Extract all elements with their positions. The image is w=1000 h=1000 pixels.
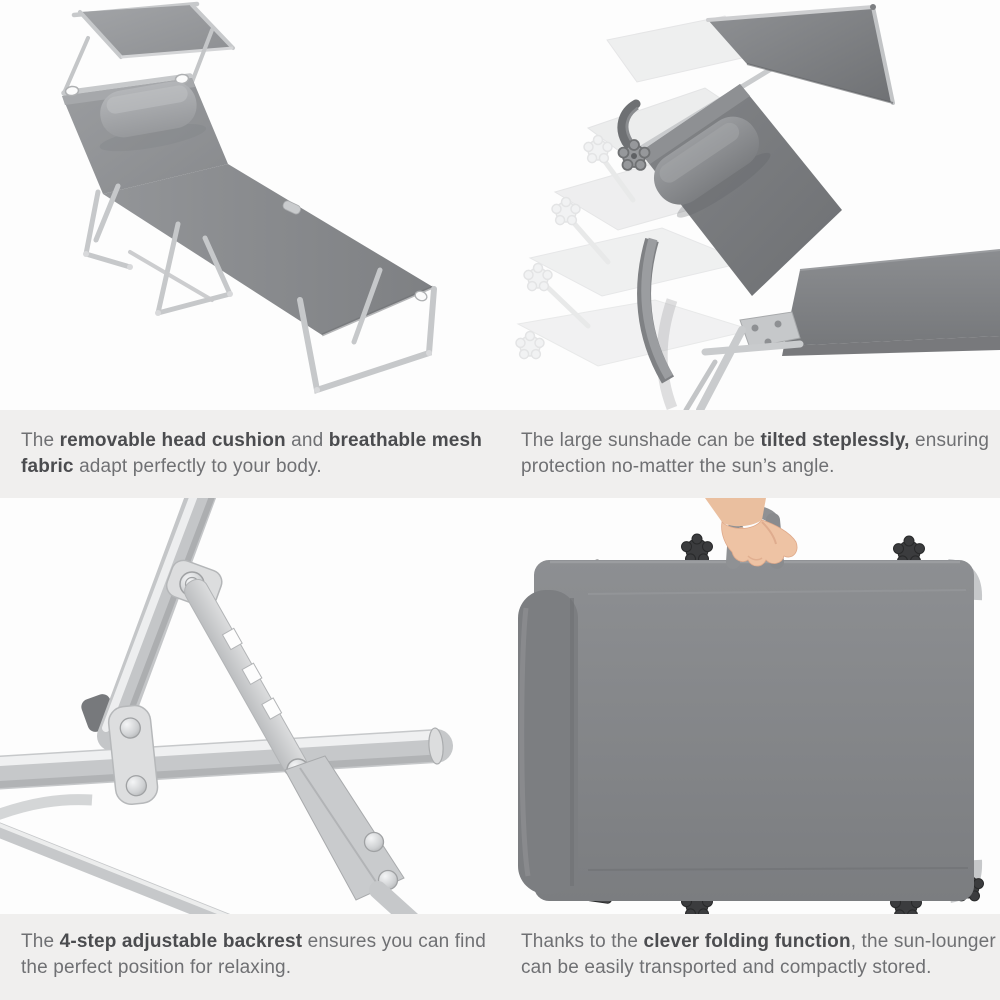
backrest-fabric [640,84,842,296]
product-photo-tilt-positions [500,0,1000,410]
product-photo-folded-lounger [500,498,1000,914]
caption-band-top: The removable head cushion and breathabl… [0,410,1000,498]
hand [705,498,798,567]
seat-fabric [103,164,434,337]
folded-fabric-roll [518,590,578,894]
sunshade-struts [62,28,214,95]
fabric-seam [587,589,967,595]
crossbar-tube [0,727,453,790]
caption-sunshade-tilt: The large sunshade can be tilted steples… [521,430,990,477]
caption-adjustable-backrest: The 4-step adjustable backrest ensures y… [21,931,486,978]
leg-feet [83,251,432,393]
head-cushion [99,81,207,152]
ratchet-notch [261,697,283,720]
caption-folding-function: Thanks to the clever folding function, t… [521,931,996,978]
caption-band-bottom: The 4-step adjustable backrest ensures y… [0,914,1000,1000]
lower-left-leg-tube [0,794,231,914]
sunshade-canopy [71,1,235,59]
ratchet-notch [221,627,243,651]
fabric-seam [587,867,969,871]
lower-linkage [284,755,418,914]
product-photo-adjustment-mechanism [0,498,500,914]
backrest-frame-corner [617,99,645,165]
sunshade-canopy [706,4,895,105]
tube-clamp [107,704,159,805]
ratchet-notch [241,662,263,686]
adjustment-star-knob [617,139,651,171]
hinge-and-legs [683,311,804,410]
carry-strap [637,237,678,410]
head-cushion [653,116,771,218]
backrest-tube [97,498,217,751]
folded-lounger-body [518,560,974,901]
frame-legs [83,183,437,394]
seat-fabric [782,249,1000,356]
product-photo-sunshade-lounger [0,0,500,410]
caption-head-cushion: The removable head cushion and breathabl… [21,430,482,477]
